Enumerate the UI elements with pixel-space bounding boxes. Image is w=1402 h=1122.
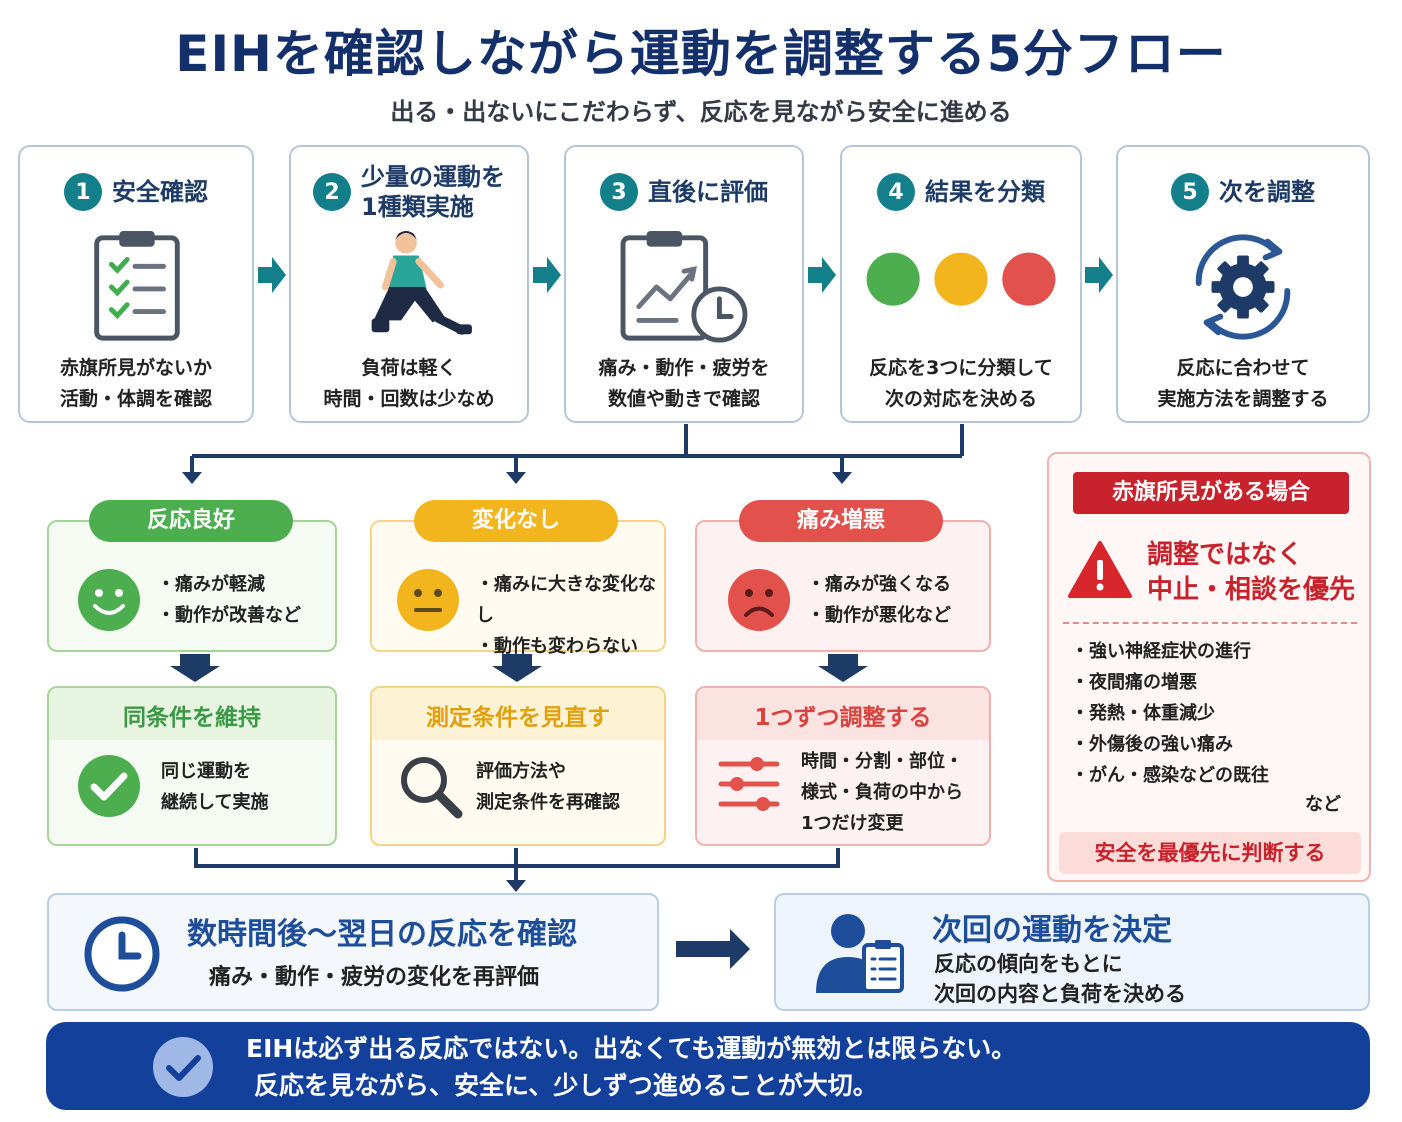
- step-desc-line: 次の対応を決める: [884, 388, 1037, 410]
- step-1-card: 1 安全確認 赤旗所見がないか 活動・体調を確認: [18, 145, 254, 423]
- outcome-bullet: ・動作が悪化など: [807, 605, 951, 626]
- action-text: 継続して実施: [161, 792, 269, 813]
- step-title: 結果を分類: [925, 178, 1045, 206]
- step-title: 直後に評価: [648, 178, 768, 206]
- neutral-face-icon: [397, 569, 459, 631]
- clipboard-checklist-icon: [94, 230, 180, 341]
- step-desc-line: 実施方法を調整する: [1157, 388, 1329, 410]
- outcome-good-label: 反応良好: [89, 500, 293, 542]
- redflag-item: ・外傷後の強い痛み: [1071, 734, 1233, 755]
- step-3-card: 3 直後に評価 痛み・動作・疲労を 数値や動きで確認: [564, 145, 804, 423]
- next-desc: 反応の傾向をもとに: [934, 952, 1123, 976]
- action-text: 1つだけ変更: [801, 813, 904, 834]
- check-circle-icon: [153, 1037, 213, 1097]
- followup-title: 数時間後〜翌日の反応を確認: [187, 917, 577, 952]
- outcome-bullet: ・痛みが強くなる: [807, 574, 951, 595]
- action-title: 同条件を維持: [123, 705, 261, 731]
- step-desc-line: 反応を3つに分類して: [869, 357, 1053, 379]
- action-adjust-card: 1つずつ調整する 時間・分割・部位・ 様式・負荷の中から 1つだけ変更: [695, 686, 991, 846]
- redflag-item: ・発熱・体重減少: [1071, 703, 1215, 724]
- action-text: 評価方法や: [476, 761, 566, 782]
- flow-arrow-icon: [258, 257, 286, 293]
- flow-arrow-icon: [1085, 257, 1113, 293]
- step-desc-line: 反応に合わせて: [1176, 357, 1310, 379]
- followup-box: 数時間後〜翌日の反応を確認 痛み・動作・疲労の変化を再評価: [47, 893, 659, 1011]
- step-desc-line: 時間・回数は少なめ: [323, 388, 495, 410]
- followup-desc: 痛み・動作・疲労の変化を再評価: [209, 965, 540, 990]
- redflag-item: ・夜間痛の増悪: [1071, 672, 1197, 693]
- sliders-icon: [718, 757, 780, 811]
- gear-cycle-icon: [1195, 234, 1291, 340]
- redflag-footer: 安全を最優先に判断する: [1059, 832, 1361, 874]
- outcome-nochange-card: ・痛みに大きな変化なし ・動作も変わらない: [370, 520, 666, 657]
- step-title: 1種類実施: [361, 193, 474, 221]
- outcome-worse-label: 痛み増悪: [739, 500, 943, 542]
- outcome-good-card: ・痛みが軽減 ・動作が改善など: [47, 520, 337, 652]
- step-number: 3: [600, 173, 638, 211]
- banner-line: EIHは必ず出る反応ではない。出なくても運動が無効とは限らない。: [246, 1034, 1017, 1063]
- redflag-item: ・強い神経症状の進行: [1071, 641, 1251, 662]
- page-title: EIHを確認しながら運動を調整する5分フロー: [175, 25, 1227, 83]
- action-text: 測定条件を再確認: [476, 792, 620, 813]
- action-recheck-card: 測定条件を見直す 評価方法や 測定条件を再確認: [370, 686, 666, 846]
- step-4-card: 4 結果を分類 反応を3つに分類して 次の対応を決める: [840, 145, 1082, 423]
- step-desc-line: 活動・体調を確認: [59, 388, 212, 410]
- next-session-box: 次回の運動を決定 反応の傾向をもとに 次回の内容と負荷を決める: [774, 893, 1370, 1011]
- frown-icon: [728, 569, 790, 631]
- page-subtitle: 出る・出ないにこだわらず、反応を見ながら安全に進める: [390, 98, 1012, 126]
- step-number: 5: [1171, 173, 1209, 211]
- step-desc-line: 数値や動きで確認: [607, 388, 760, 410]
- clock-icon: [84, 916, 160, 992]
- redflag-label: 赤旗所見がある場合: [1073, 472, 1349, 514]
- step-title: 次を調整: [1219, 178, 1315, 206]
- redflag-item: ・がん・感染などの既往: [1071, 765, 1269, 786]
- step-desc-line: 赤旗所見がないか: [59, 357, 212, 379]
- outcome-bullet: ・動作も変わらない: [476, 636, 638, 657]
- outcome-worse-card: ・痛みが強くなる ・動作が悪化など: [695, 520, 991, 652]
- step-title: 安全確認: [112, 178, 208, 206]
- action-text: 様式・負荷の中から: [801, 782, 963, 803]
- next-desc: 次回の内容と負荷を決める: [934, 982, 1186, 1006]
- action-text: 同じ運動を: [161, 761, 251, 782]
- redflag-etc: など: [1305, 794, 1341, 815]
- step-title: 少量の運動を: [361, 163, 505, 191]
- magnifier-icon: [401, 757, 463, 819]
- step-desc-line: 負荷は軽く: [361, 357, 457, 379]
- lunge-exercise-icon: [371, 230, 472, 335]
- outcome-bullet: ・痛みが軽減: [157, 574, 265, 595]
- outcome-bullet: ・動作が改善など: [157, 605, 301, 626]
- step-number: 4: [877, 173, 915, 211]
- action-title: 測定条件を見直す: [426, 705, 610, 731]
- step-5-card: 5 次を調整 反応に合わせて 実施方法を調整する: [1116, 145, 1370, 423]
- step-number: 1: [64, 173, 102, 211]
- traffic-dots-icon: [866, 252, 1056, 306]
- clipboard-chart-clock-icon: [620, 230, 748, 343]
- warning-icon: [1068, 541, 1132, 598]
- redflag-heading: 調整ではなく: [1147, 540, 1304, 570]
- outcome-nochange-label: 変化なし: [414, 500, 618, 542]
- smile-icon: [78, 569, 140, 631]
- step-desc-line: 痛み・動作・疲労を: [598, 357, 770, 379]
- action-title: 1つずつ調整する: [754, 705, 932, 731]
- flow-arrow-icon: [533, 257, 561, 293]
- person-clipboard-icon: [816, 914, 904, 993]
- key-message-banner: EIHは必ず出る反応ではない。出なくても運動が無効とは限らない。 反応を見ながら…: [46, 1022, 1370, 1110]
- step-number: 2: [313, 173, 351, 211]
- action-text: 時間・分割・部位・: [801, 751, 963, 772]
- next-title: 次回の運動を決定: [932, 913, 1172, 948]
- check-circle-icon: [78, 755, 140, 817]
- flow-arrow-icon: [808, 257, 836, 293]
- outcome-bullet: ・痛みに大きな変化なし: [476, 574, 656, 626]
- banner-line: 反応を見ながら、安全に、少しずつ進めることが大切。: [254, 1071, 878, 1100]
- step-2-card: 2 少量の運動を 1種類実施 負荷は軽く 時間・回数は少なめ: [289, 145, 529, 423]
- redflag-panel: 赤旗所見がある場合 調整ではなく 中止・相談を優先 ・強い神経症状の進行 ・夜間…: [1047, 452, 1371, 882]
- redflag-heading: 中止・相談を優先: [1147, 575, 1356, 605]
- action-keep-card: 同条件を維持 同じ運動を 継続して実施: [47, 686, 337, 846]
